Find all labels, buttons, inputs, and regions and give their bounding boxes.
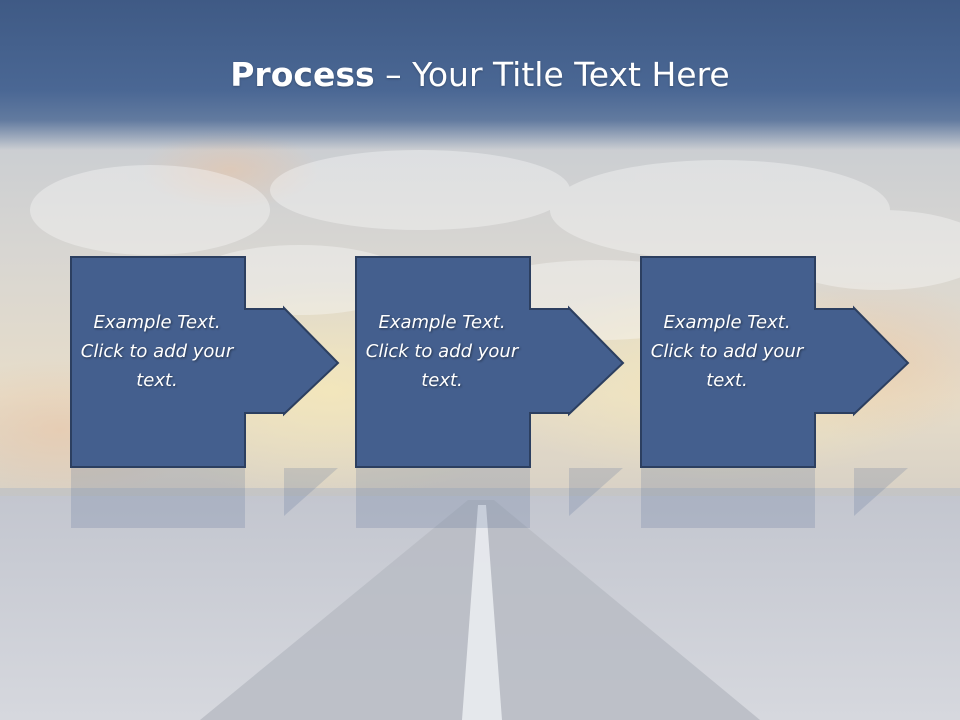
step-text: Example Text. Click to add your text. bbox=[650, 312, 804, 391]
step-text: Example Text. Click to add your text. bbox=[80, 312, 234, 391]
step-3-reflection bbox=[641, 468, 908, 528]
step-1-reflection bbox=[71, 468, 338, 528]
title-bold: Process bbox=[230, 55, 375, 94]
step-2-reflection bbox=[356, 468, 623, 528]
step-text: Example Text. Click to add your text. bbox=[365, 312, 519, 391]
arrow-box-shape bbox=[355, 256, 625, 468]
process-step-2[interactable]: Example Text. Click to add your text. bbox=[355, 256, 625, 468]
title-bar bbox=[0, 0, 960, 150]
slide-title[interactable]: Process – Your Title Text Here bbox=[0, 52, 960, 98]
arrow-box-shape bbox=[70, 256, 340, 468]
arrow-box-shape bbox=[640, 256, 910, 468]
title-rest: – Your Title Text Here bbox=[374, 55, 730, 94]
process-step-1[interactable]: Example Text. Click to add your text. bbox=[70, 256, 340, 468]
process-step-3[interactable]: Example Text. Click to add your text. bbox=[640, 256, 910, 468]
